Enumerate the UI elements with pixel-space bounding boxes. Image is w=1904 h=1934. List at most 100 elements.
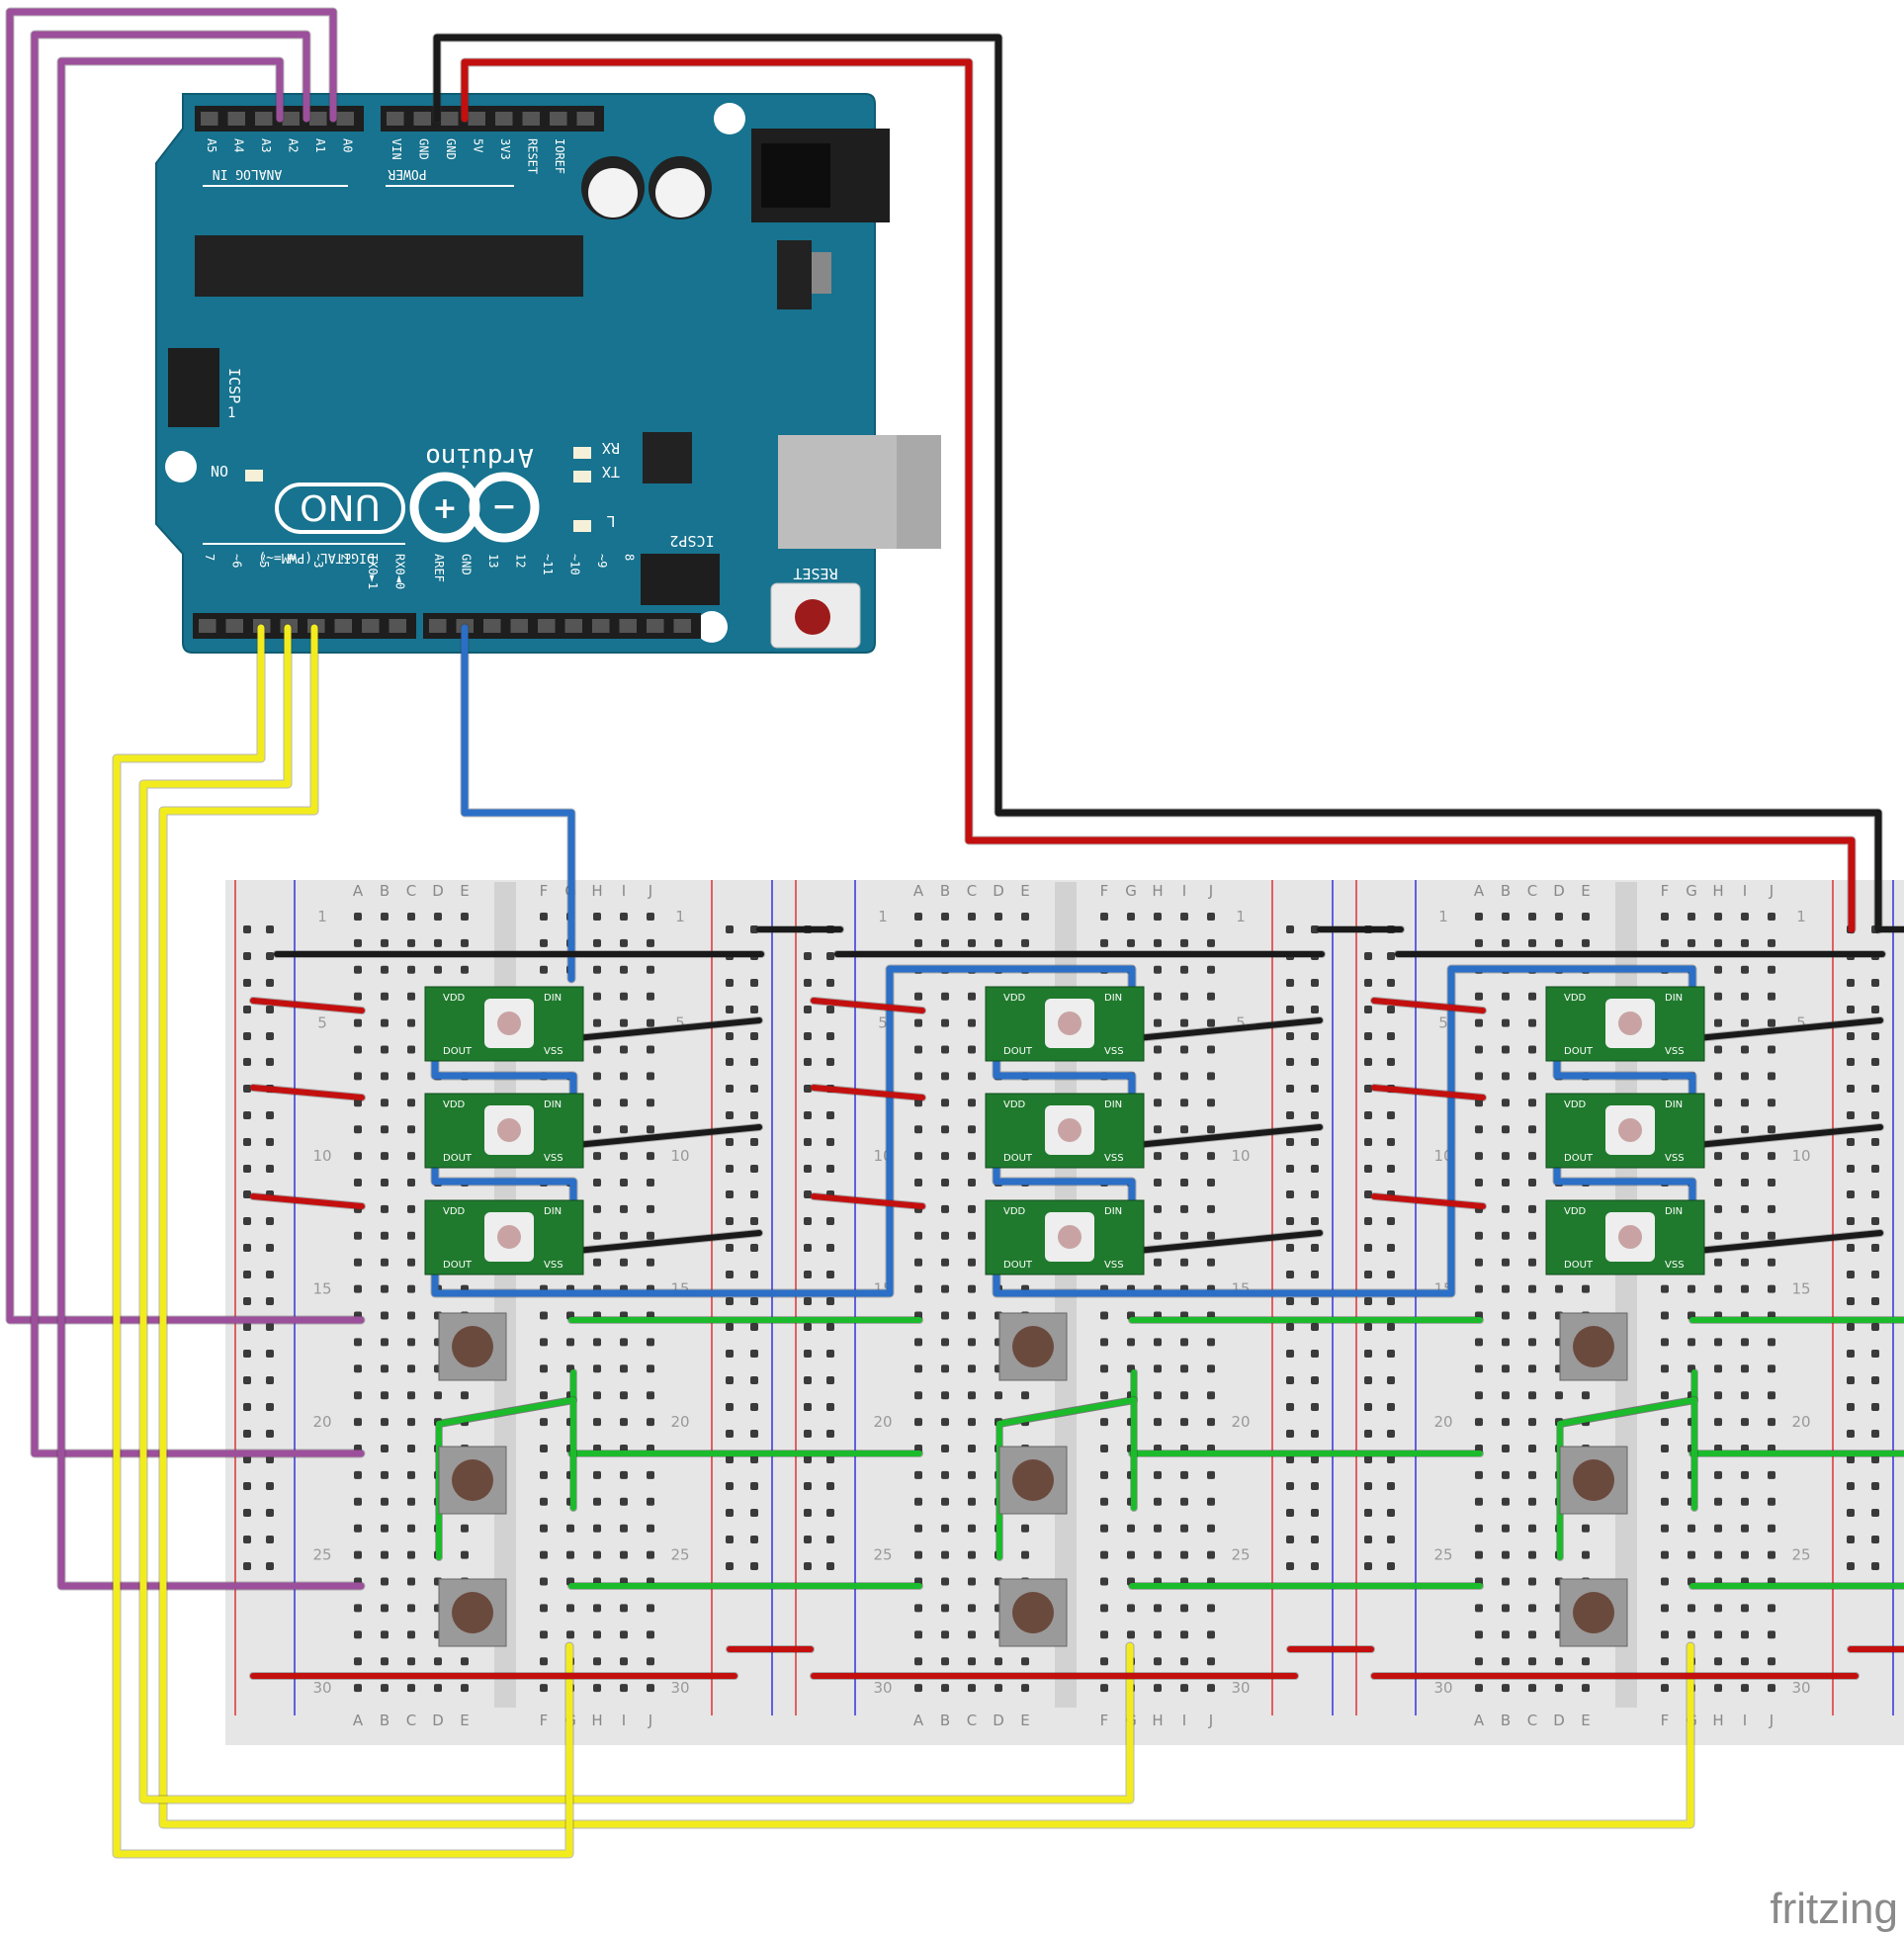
- hole: [1100, 1418, 1108, 1427]
- hole: [1582, 1524, 1590, 1533]
- rail-hole: [243, 1271, 251, 1278]
- wire-vss-black: [573, 1124, 762, 1148]
- hole: [647, 1045, 654, 1054]
- hole: [1100, 1445, 1108, 1452]
- hole: [354, 913, 362, 921]
- hole: [1528, 1045, 1536, 1054]
- rail-hole: [1871, 979, 1879, 987]
- hole: [1100, 1338, 1108, 1347]
- voltage-regulator: [777, 240, 812, 309]
- rail-hole: [1847, 1217, 1855, 1225]
- rail-hole: [726, 1403, 734, 1411]
- led-label: RX: [602, 439, 620, 457]
- hole: [968, 1204, 976, 1213]
- rail-hole: [1387, 1032, 1395, 1040]
- rail-hole: [726, 1482, 734, 1490]
- hole: [566, 1550, 574, 1559]
- hole: [914, 1179, 922, 1187]
- digital-pin-label: 12: [514, 554, 528, 568]
- rail-hole: [266, 952, 274, 960]
- hole: [1741, 1364, 1749, 1373]
- hole: [941, 1284, 949, 1293]
- hole: [407, 1657, 415, 1666]
- hole: [407, 1470, 415, 1479]
- rail-hole: [1364, 1217, 1372, 1225]
- hole: [620, 1231, 628, 1240]
- hole: [1502, 1018, 1510, 1027]
- header-pin: [483, 619, 501, 633]
- rail-hole: [266, 1058, 274, 1066]
- hole: [381, 913, 389, 921]
- rail-hole: [726, 1032, 734, 1040]
- rail-hole: [1387, 1430, 1395, 1438]
- push-button-cap: [1012, 1459, 1054, 1501]
- hole: [1475, 1099, 1483, 1107]
- hole: [968, 1604, 976, 1613]
- hole: [620, 1152, 628, 1161]
- hole: [407, 1258, 415, 1267]
- rail-hole: [1871, 1376, 1879, 1384]
- hole: [914, 1152, 922, 1161]
- rail-hole: [826, 1006, 834, 1013]
- hole: [1475, 1072, 1483, 1081]
- hole: [381, 1684, 389, 1693]
- reset-button-cap[interactable]: [795, 599, 830, 635]
- header-pin: [576, 112, 594, 126]
- hole: [381, 1524, 389, 1533]
- hole: [407, 1338, 415, 1347]
- hole: [1180, 1470, 1188, 1479]
- hole: [1100, 1497, 1108, 1506]
- hole: [1207, 1364, 1215, 1373]
- rail-hole: [1286, 1403, 1294, 1411]
- led-label: L: [606, 512, 615, 530]
- hole: [914, 1018, 922, 1027]
- hole: [593, 1497, 601, 1506]
- rail-hole: [804, 1536, 812, 1543]
- hole: [1528, 1684, 1536, 1693]
- hole: [1475, 1524, 1483, 1533]
- hole: [461, 965, 469, 974]
- row-number: 15: [312, 1280, 331, 1298]
- digital-pin-label: TX0►1: [366, 554, 380, 589]
- digital-pin-label: RX0◄0: [393, 554, 407, 589]
- header-pin: [468, 112, 485, 126]
- hole: [407, 1577, 415, 1586]
- pin-label-vss: VSS: [1665, 1046, 1685, 1057]
- rail-hole: [1364, 1138, 1372, 1146]
- hole: [1714, 1045, 1722, 1054]
- hole: [407, 1179, 415, 1187]
- hole: [1741, 1470, 1749, 1479]
- rail-hole: [266, 1297, 274, 1305]
- hole: [620, 1018, 628, 1027]
- hole: [1741, 1258, 1749, 1267]
- row-number: 25: [873, 1546, 892, 1564]
- rail-hole: [1387, 1350, 1395, 1358]
- hole: [1714, 1099, 1722, 1107]
- rail-hole: [1871, 1111, 1879, 1119]
- hole: [620, 1684, 628, 1693]
- rail-hole: [826, 979, 834, 987]
- hole: [941, 1231, 949, 1240]
- hole: [1582, 913, 1590, 921]
- digital-pin-label: ~10: [568, 554, 582, 575]
- hole: [593, 1470, 601, 1479]
- rail-hole: [1286, 1006, 1294, 1013]
- hole: [1768, 1657, 1775, 1666]
- digital-pin-label: 8: [623, 554, 637, 561]
- hole: [1502, 1497, 1510, 1506]
- rail-hole: [804, 1006, 812, 1013]
- hole: [1768, 1338, 1775, 1347]
- hole: [1180, 938, 1188, 947]
- hole: [381, 1364, 389, 1373]
- hole: [1768, 1045, 1775, 1054]
- hole: [1180, 1179, 1188, 1187]
- rail-hole: [1871, 1244, 1879, 1252]
- pin-label-vdd: VDD: [443, 1099, 466, 1110]
- digital-pin-label: 13: [486, 554, 500, 568]
- status-led: [245, 470, 263, 482]
- column-letter: G: [1125, 882, 1137, 900]
- rail-hole: [1286, 1562, 1294, 1570]
- hole: [1127, 1524, 1135, 1533]
- rail-hole: [1387, 1376, 1395, 1384]
- hole: [1661, 1604, 1669, 1613]
